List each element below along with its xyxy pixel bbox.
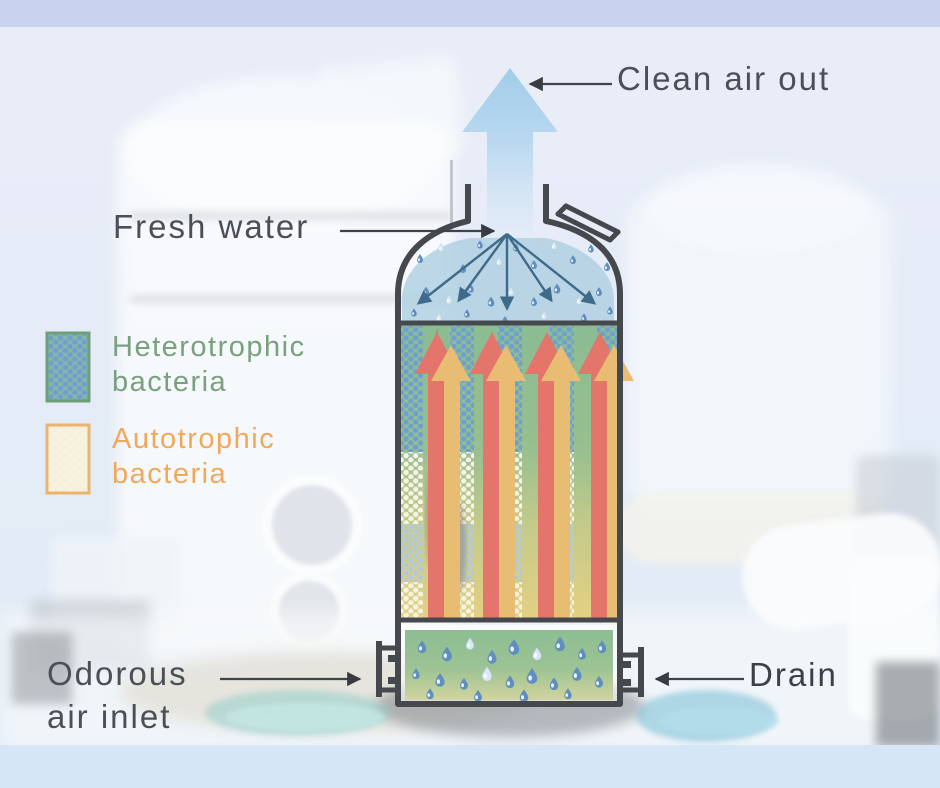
water-swoosh-left <box>225 703 385 731</box>
photo-shadow <box>12 632 72 704</box>
bottom-sky-strip <box>0 745 940 788</box>
clean-air-out-label: Clean air out <box>617 60 831 97</box>
airflow-arrow-red <box>415 332 622 618</box>
drain-label: Drain <box>749 656 838 693</box>
photo-tower-seam <box>130 212 450 220</box>
fresh-water-label: Fresh water <box>113 208 310 245</box>
legend-label-heterotrophic: Heterotrophic bacteria <box>112 331 306 398</box>
airflow-arrow-orange <box>431 345 634 618</box>
top-sky-band <box>0 0 940 27</box>
sump-section <box>401 625 617 703</box>
odorous-line2: air inlet <box>47 698 172 735</box>
drain-flange <box>617 647 644 697</box>
airflow-arrows <box>415 332 634 618</box>
photo-antenna <box>450 160 453 232</box>
leader-lines <box>220 76 744 687</box>
legend-swatch-autotrophic <box>45 423 91 495</box>
legend-label-autotrophic: Autotrophic bacteria <box>112 423 276 490</box>
water-swoosh-right <box>660 707 778 735</box>
photo-shadow <box>876 662 940 745</box>
vessel-outline <box>395 184 623 707</box>
photo-tower-seam <box>130 295 450 303</box>
inlet-flange <box>376 641 401 697</box>
dome-fitting <box>555 203 621 243</box>
photo-porthole <box>262 475 362 575</box>
odorous-air-inlet-label: Odorous air inlet <box>47 652 188 738</box>
spray-arrows <box>416 233 597 311</box>
odorous-line1: Odorous <box>47 655 188 692</box>
legend-swatch-heterotrophic <box>45 331 91 403</box>
photo-right-tank <box>628 195 890 510</box>
clean-air-arrow <box>462 68 558 242</box>
packing-bed <box>399 325 634 618</box>
